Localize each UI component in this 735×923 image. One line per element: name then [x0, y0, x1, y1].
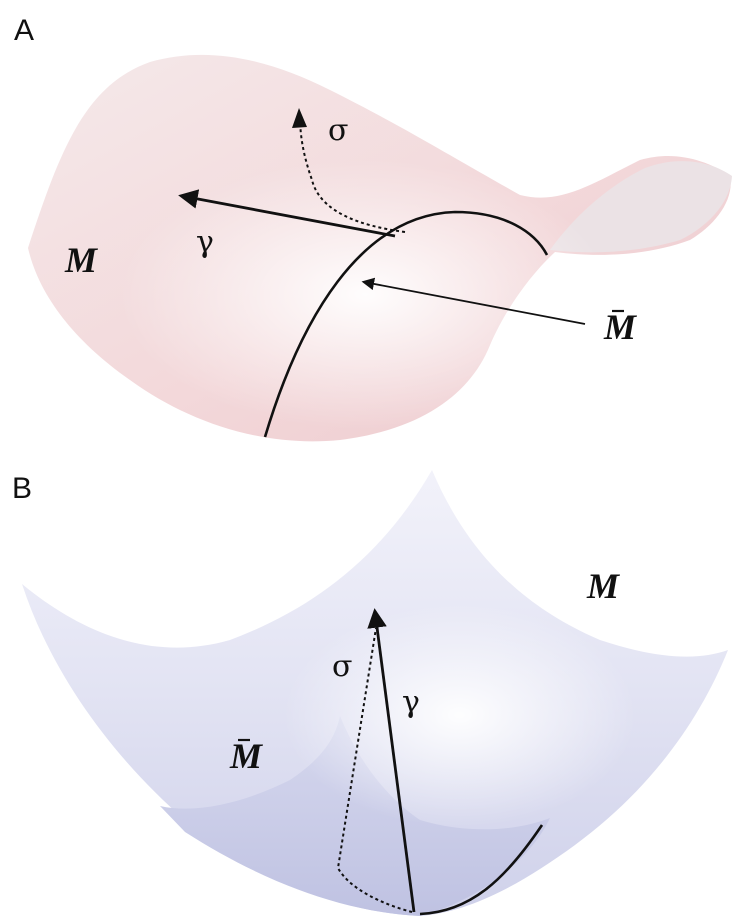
panel-b-sigma-curve	[336, 627, 413, 913]
panel-b-submanifold-label: M	[229, 736, 264, 776]
panel-b-bowl-highlight	[22, 470, 728, 916]
panel-a-gamma-label: γ	[196, 225, 214, 260]
panel-a-saddle-highlight	[28, 54, 731, 442]
panel-a-gamma-arrow	[178, 189, 396, 238]
panel-b-label: B	[12, 472, 32, 505]
panel-a-surface-label: M	[64, 240, 99, 280]
panel-a-sigma-label: σ	[328, 113, 348, 148]
panel-a-submanifold-pointer	[361, 277, 586, 325]
panel-b-submanifold-label-group: M	[229, 736, 264, 776]
panel-a: A M M γ σ	[14, 14, 732, 442]
panel-a-submanifold-label-group: M	[603, 307, 638, 347]
panel-b-submanifold-curve	[419, 824, 544, 916]
panel-b-surface-label: M	[586, 566, 621, 606]
panel-b: B M M σ γ	[12, 470, 728, 916]
panel-a-sigma-arrowhead	[292, 108, 307, 128]
panel-a-submanifold-label: M	[603, 307, 638, 347]
panel-b-gamma-arrow	[367, 608, 416, 913]
panel-b-gamma-label: γ	[402, 685, 420, 720]
panel-a-submanifold-curve	[263, 210, 549, 438]
panel-a-label: A	[14, 14, 34, 47]
panel-b-sigma-label: σ	[332, 649, 352, 684]
